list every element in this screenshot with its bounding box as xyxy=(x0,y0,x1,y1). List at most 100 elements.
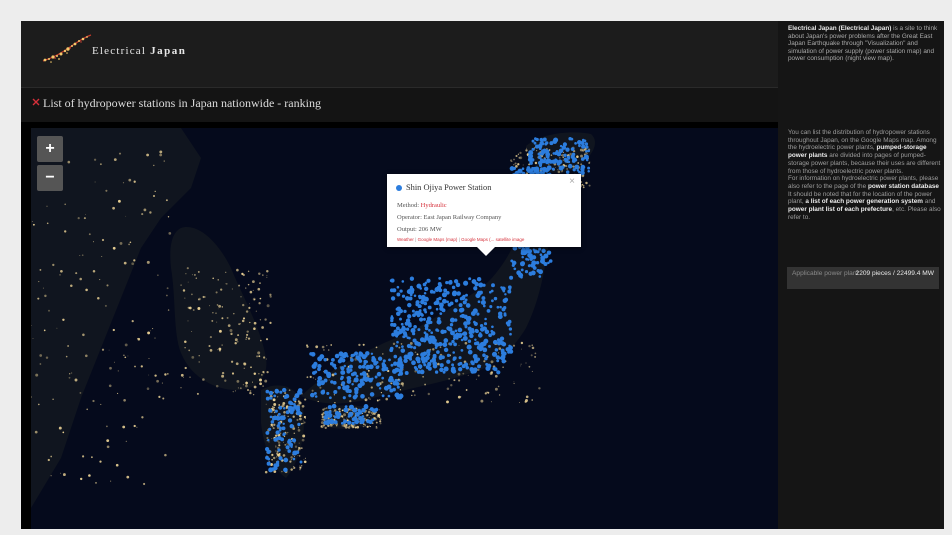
hydropower-station-marker[interactable] xyxy=(435,328,439,332)
hydropower-station-marker[interactable] xyxy=(409,357,413,361)
hydropower-station-marker[interactable] xyxy=(526,166,531,170)
hydropower-station-marker[interactable] xyxy=(585,145,589,149)
hydropower-station-marker[interactable] xyxy=(292,457,296,461)
hydropower-station-marker[interactable] xyxy=(521,255,524,259)
hydropower-station-marker[interactable] xyxy=(468,330,473,335)
hydropower-station-marker[interactable] xyxy=(500,354,506,360)
hydropower-station-marker[interactable] xyxy=(270,420,275,424)
hydropower-station-marker[interactable] xyxy=(402,335,406,339)
hydropower-station-marker[interactable] xyxy=(449,279,453,283)
hydropower-station-marker[interactable] xyxy=(282,422,285,426)
hydropower-station-marker[interactable] xyxy=(390,363,394,367)
hydropower-station-marker[interactable] xyxy=(419,317,424,322)
hydropower-station-marker[interactable] xyxy=(370,352,374,356)
hydropower-station-marker[interactable] xyxy=(397,358,401,362)
hydropower-station-marker[interactable] xyxy=(267,438,270,442)
hydropower-station-marker[interactable] xyxy=(491,299,494,303)
hydropower-station-marker[interactable] xyxy=(323,357,327,362)
hydropower-station-marker[interactable] xyxy=(353,377,359,383)
hydropower-station-marker[interactable] xyxy=(407,302,412,308)
hydropower-station-marker[interactable] xyxy=(434,370,439,374)
hydropower-station-marker[interactable] xyxy=(490,289,494,293)
hydropower-station-marker[interactable] xyxy=(361,407,366,413)
hydropower-station-marker[interactable] xyxy=(369,392,375,397)
hydropower-station-marker[interactable] xyxy=(369,407,374,412)
hydropower-station-marker[interactable] xyxy=(277,412,281,416)
hydropower-station-marker[interactable] xyxy=(443,366,449,372)
hydropower-station-marker[interactable] xyxy=(441,292,448,298)
hydropower-station-marker[interactable] xyxy=(343,407,349,413)
hydropower-station-marker[interactable] xyxy=(464,325,468,329)
hydropower-station-marker[interactable] xyxy=(493,296,498,301)
hydropower-station-marker[interactable] xyxy=(451,363,455,367)
hydropower-station-marker[interactable] xyxy=(334,372,337,376)
hydropower-station-marker[interactable] xyxy=(527,169,531,174)
hydropower-station-marker[interactable] xyxy=(458,356,462,360)
hydropower-station-marker[interactable] xyxy=(527,153,533,159)
hydropower-station-marker[interactable] xyxy=(484,356,488,361)
hydropower-station-marker[interactable] xyxy=(461,364,466,369)
hydropower-station-marker[interactable] xyxy=(309,352,313,356)
hydropower-station-marker[interactable] xyxy=(531,139,535,143)
hydropower-station-marker[interactable] xyxy=(385,387,389,391)
hydropower-station-marker[interactable] xyxy=(374,407,379,412)
hydropower-station-marker[interactable] xyxy=(509,275,514,280)
hydropower-station-marker[interactable] xyxy=(281,426,286,431)
hydropower-station-marker[interactable] xyxy=(525,257,528,261)
hydropower-station-marker[interactable] xyxy=(574,164,580,170)
hydropower-station-marker[interactable] xyxy=(578,144,581,148)
hydropower-station-marker[interactable] xyxy=(580,164,586,170)
hydropower-station-marker[interactable] xyxy=(501,341,507,347)
hydropower-station-marker[interactable] xyxy=(581,138,585,142)
hydropower-station-marker[interactable] xyxy=(296,405,300,409)
hydropower-station-marker[interactable] xyxy=(299,411,303,415)
hydropower-station-marker[interactable] xyxy=(543,261,548,267)
hydropower-station-marker[interactable] xyxy=(452,358,456,361)
hydropower-station-marker[interactable] xyxy=(496,341,502,346)
hydropower-station-marker[interactable] xyxy=(396,385,400,389)
hydropower-station-marker[interactable] xyxy=(371,418,375,422)
hydropower-station-marker[interactable] xyxy=(498,356,502,360)
hydropower-station-marker[interactable] xyxy=(474,328,479,333)
hydropower-station-marker[interactable] xyxy=(477,364,481,369)
hydropower-station-marker[interactable] xyxy=(347,389,352,394)
hydropower-station-marker[interactable] xyxy=(504,293,507,296)
hydropower-station-marker[interactable] xyxy=(277,448,281,452)
hydropower-station-marker[interactable] xyxy=(409,345,413,349)
hydropower-station-marker[interactable] xyxy=(435,307,439,311)
hydropower-station-marker[interactable] xyxy=(289,424,294,429)
hydropower-station-marker[interactable] xyxy=(527,253,532,258)
hydropower-station-marker[interactable] xyxy=(381,394,385,398)
hydropower-station-marker[interactable] xyxy=(346,375,352,381)
hydropower-station-marker[interactable] xyxy=(459,361,463,366)
hydropower-station-marker[interactable] xyxy=(273,463,278,468)
hydropower-station-marker[interactable] xyxy=(395,331,400,337)
hydropower-station-marker[interactable] xyxy=(465,293,468,297)
hydropower-station-marker[interactable] xyxy=(327,413,333,418)
hydropower-station-marker[interactable] xyxy=(465,303,471,308)
hydropower-station-marker[interactable] xyxy=(531,147,535,151)
hydropower-station-marker[interactable] xyxy=(478,282,484,288)
hydropower-station-marker[interactable] xyxy=(408,351,413,356)
hydropower-station-marker[interactable] xyxy=(456,291,461,296)
hydropower-station-marker[interactable] xyxy=(311,363,317,369)
hydropower-station-marker[interactable] xyxy=(496,370,501,375)
weather-link[interactable]: Weather xyxy=(397,237,414,242)
hydropower-station-marker[interactable] xyxy=(376,382,381,387)
hydropower-station-marker[interactable] xyxy=(402,331,408,336)
hydropower-station-marker[interactable] xyxy=(395,381,400,386)
hydropower-station-marker[interactable] xyxy=(284,393,290,399)
hydropower-station-marker[interactable] xyxy=(565,170,570,174)
hydropower-station-marker[interactable] xyxy=(389,348,394,353)
hydropower-station-marker[interactable] xyxy=(507,285,512,290)
hydropower-station-marker[interactable] xyxy=(490,331,496,336)
hydropower-station-marker[interactable] xyxy=(499,305,502,309)
hydropower-station-marker[interactable] xyxy=(287,449,292,453)
hydropower-station-marker[interactable] xyxy=(541,159,546,164)
hydropower-station-marker[interactable] xyxy=(358,351,362,355)
hydropower-station-marker[interactable] xyxy=(398,393,404,399)
hydropower-station-marker[interactable] xyxy=(445,290,450,295)
hydropower-station-marker[interactable] xyxy=(268,427,272,431)
hydropower-station-marker[interactable] xyxy=(576,169,580,172)
hydropower-station-marker[interactable] xyxy=(396,360,402,366)
